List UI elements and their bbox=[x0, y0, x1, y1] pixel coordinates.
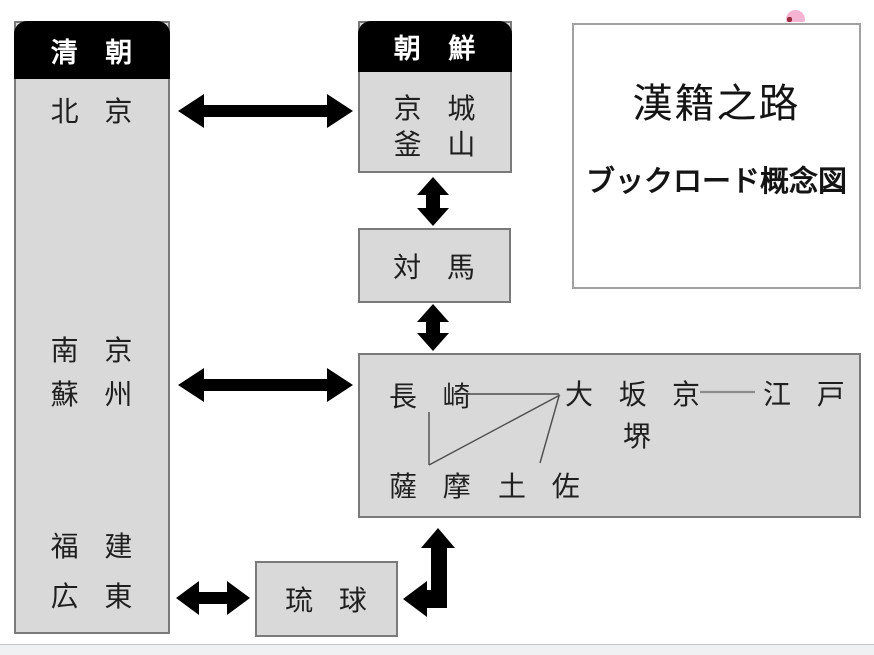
pink-marker bbox=[786, 10, 805, 22]
city-ryukyu: 琉 球 bbox=[285, 585, 368, 616]
city-beijing: 北 京 bbox=[50, 96, 134, 127]
city-edo: 江 戸 bbox=[763, 379, 846, 410]
city-busan: 釜 山 bbox=[393, 129, 477, 160]
city-osaka: 大 坂 bbox=[565, 379, 648, 410]
japan-box: 長 崎 大 坂 京 江 戸 堺 薩 摩 土 佐 bbox=[358, 353, 861, 518]
city-suzhou: 蘇 州 bbox=[50, 379, 134, 410]
double-arrow-nanjing-japan bbox=[178, 368, 353, 402]
legend-subtitle: ブックロード概念図 bbox=[585, 166, 847, 198]
tsushima-box: 対 馬 bbox=[358, 228, 511, 303]
double-arrow-guangdong-ryukyu bbox=[176, 581, 250, 615]
qing-box-header: 清 朝 bbox=[14, 21, 170, 79]
city-tsushima: 対 馬 bbox=[393, 251, 476, 283]
city-nanjing: 南 京 bbox=[50, 335, 134, 366]
city-keijo: 京 城 bbox=[393, 93, 477, 124]
window-bottom-edge bbox=[0, 644, 874, 655]
bent-arrow-ryukyu-japan bbox=[403, 528, 455, 617]
city-guangdong: 広 東 bbox=[50, 581, 134, 612]
double-arrow-tsushima-japan bbox=[417, 304, 449, 351]
double-arrow-joseon-tsushima bbox=[417, 177, 449, 226]
city-tosa: 土 佐 bbox=[498, 471, 581, 502]
ryukyu-box: 琉 球 bbox=[255, 561, 398, 637]
city-sakai: 堺 bbox=[623, 421, 653, 452]
city-fujian: 福 建 bbox=[50, 531, 134, 562]
pink-marker-spec bbox=[787, 17, 792, 22]
joseon-box: 朝 鮮 京 城 釜 山 bbox=[358, 21, 512, 173]
city-kyoto: 京 bbox=[672, 379, 702, 410]
qing-box: 清 朝 北 京 南 京 蘇 州 福 建 広 東 bbox=[14, 21, 170, 634]
city-satsuma: 薩 摩 bbox=[389, 471, 472, 502]
legend-box: 漢籍之路 ブックロード概念図 bbox=[572, 23, 861, 289]
double-arrow-beijing-keijo bbox=[178, 94, 353, 128]
joseon-box-header: 朝 鮮 bbox=[358, 21, 512, 72]
legend-title: 漢籍之路 bbox=[632, 81, 801, 126]
city-nagasaki: 長 崎 bbox=[389, 381, 472, 412]
